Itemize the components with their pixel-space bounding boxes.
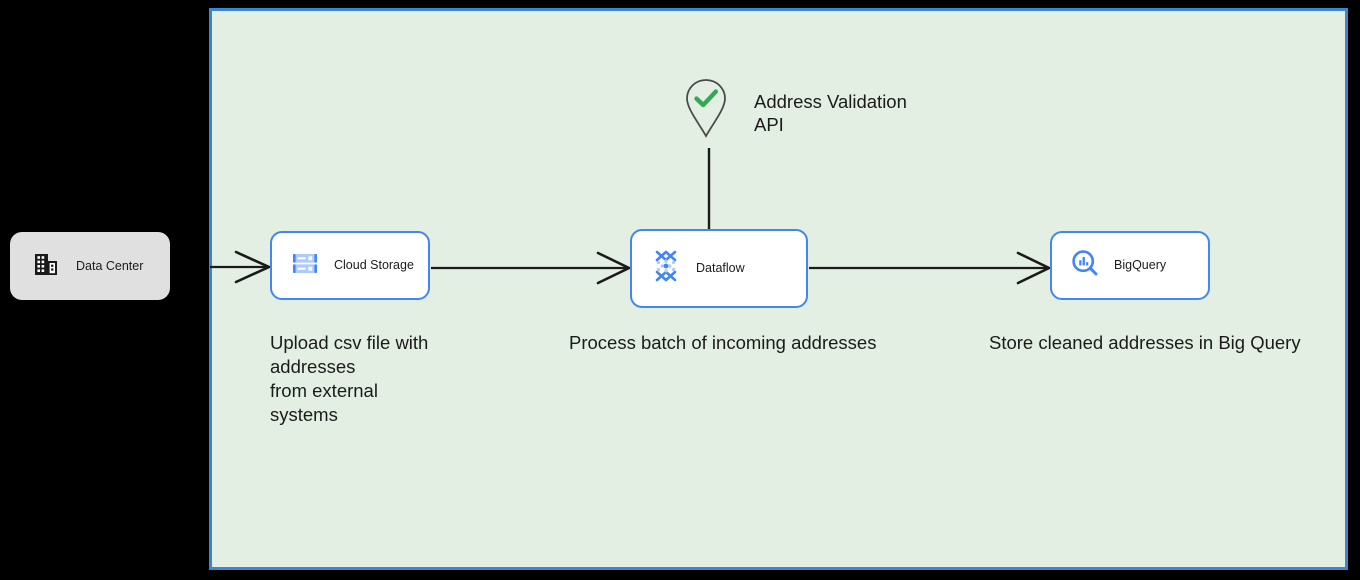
node-label-data-center: Data Center bbox=[76, 258, 144, 273]
caption-dataflow: Process batch of incoming addresses bbox=[569, 332, 877, 353]
office-building-icon bbox=[32, 250, 60, 283]
node-bigquery[interactable]: BigQuery bbox=[1050, 231, 1210, 300]
caption-bigquery: Store cleaned addresses in Big Query bbox=[989, 332, 1301, 353]
node-label-address-validation-api: Address Validation API bbox=[754, 91, 907, 135]
dataflow-icon bbox=[650, 248, 682, 289]
node-label-dataflow: Dataflow bbox=[696, 261, 745, 275]
node-label-cloud-storage: Cloud Storage bbox=[334, 258, 414, 272]
node-address-validation-api[interactable]: Address Validation API bbox=[684, 78, 907, 145]
node-data-center[interactable]: Data Center bbox=[10, 232, 170, 300]
map-pin-check-icon bbox=[684, 78, 728, 145]
caption-cloud-storage: Upload csv file with addresses from exte… bbox=[270, 332, 429, 425]
node-dataflow[interactable]: Dataflow bbox=[630, 229, 808, 308]
node-cloud-storage[interactable]: Cloud Storage bbox=[270, 231, 430, 300]
node-label-bigquery: BigQuery bbox=[1114, 258, 1167, 272]
cloud-storage-icon bbox=[290, 248, 320, 283]
bigquery-icon bbox=[1070, 248, 1100, 283]
